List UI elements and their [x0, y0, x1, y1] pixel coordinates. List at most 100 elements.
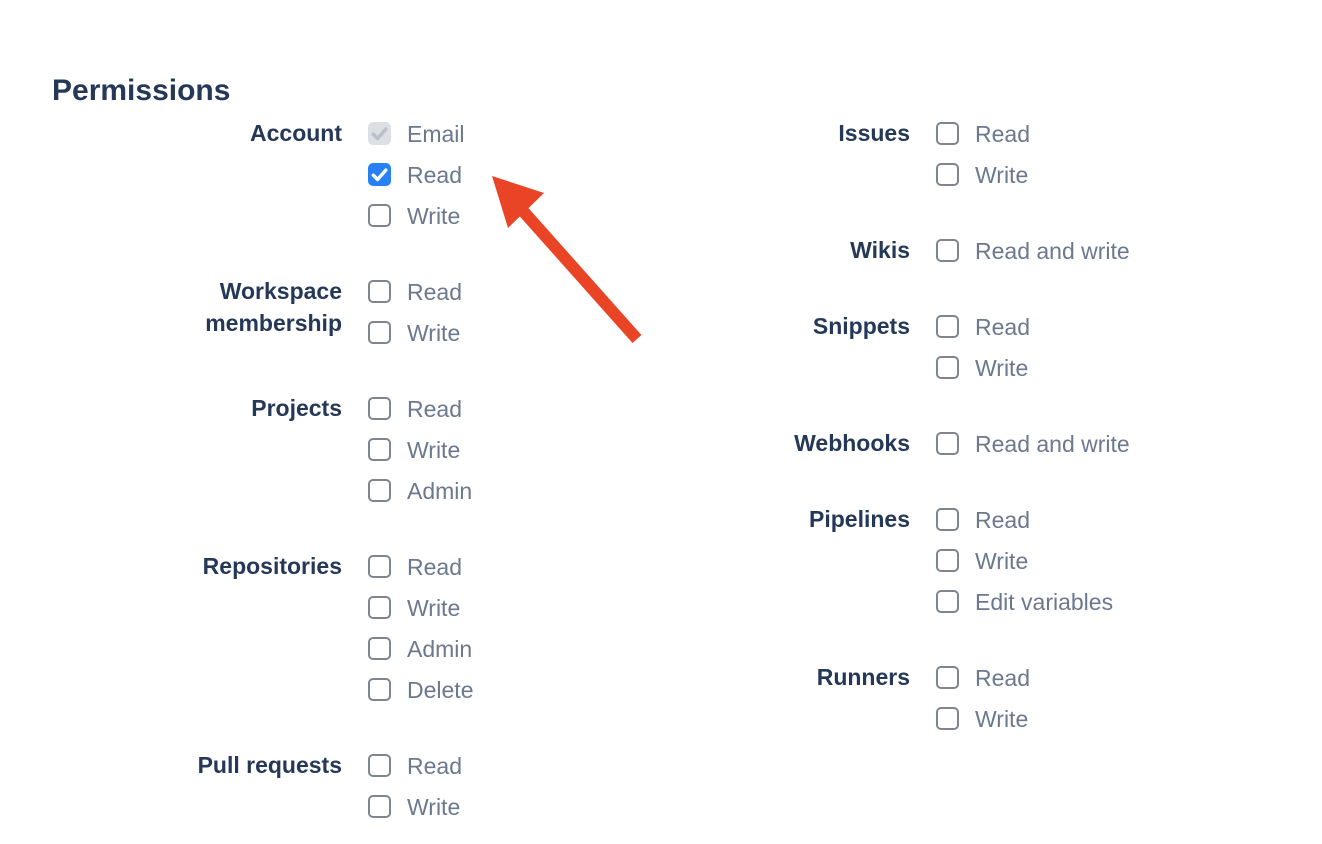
- checkbox-workspace-membership-read[interactable]: [368, 280, 391, 303]
- checkbox-label-projects-admin[interactable]: Admin: [407, 477, 473, 504]
- checkbox-issues-write[interactable]: [936, 163, 959, 186]
- checkbox-label-pipelines-edit-variables[interactable]: Edit variables: [975, 588, 1114, 615]
- checkbox-label-account-email: Email: [407, 120, 465, 147]
- checkbox-projects-write[interactable]: [368, 438, 391, 461]
- checkbox-repositories-admin[interactable]: [368, 637, 391, 660]
- checkmark-icon: [371, 127, 388, 141]
- checkbox-label-pull-requests-read[interactable]: Read: [407, 752, 462, 779]
- red-arrow-head: [492, 176, 544, 228]
- checkbox-label-pipelines-read[interactable]: Read: [975, 506, 1030, 533]
- option-row-wikis-read-and-write: Read and write: [936, 230, 1130, 271]
- checkbox-label-webhooks-read-and-write[interactable]: Read and write: [975, 430, 1130, 457]
- group-label-pipelines: Pipelines: [620, 499, 910, 535]
- checkbox-label-account-read[interactable]: Read: [407, 161, 462, 188]
- checkbox-label-snippets-read[interactable]: Read: [975, 313, 1030, 340]
- checkbox-group-repositories: Read Write Admin Delete: [368, 546, 473, 710]
- option-row-repositories-delete: Delete: [368, 669, 473, 710]
- checkbox-pipelines-read[interactable]: [936, 508, 959, 531]
- checkbox-projects-read[interactable]: [368, 397, 391, 420]
- checkbox-snippets-write[interactable]: [936, 356, 959, 379]
- group-label-runners: Runners: [620, 657, 910, 693]
- checkbox-pipelines-edit-variables[interactable]: [936, 590, 959, 613]
- permission-group-issues: Issues Read Write: [620, 113, 1130, 195]
- checkbox-pipelines-write[interactable]: [936, 549, 959, 572]
- permissions-column-left: Account Email Read Write Workspace membe…: [52, 113, 474, 827]
- checkbox-repositories-delete[interactable]: [368, 678, 391, 701]
- permission-group-pull-requests: Pull requests Read Write: [52, 745, 473, 827]
- checkbox-wikis-read-and-write[interactable]: [936, 239, 959, 262]
- option-row-issues-read: Read: [936, 113, 1030, 154]
- option-row-workspace-membership-read: Read: [368, 271, 462, 312]
- checkbox-runners-write[interactable]: [936, 707, 959, 730]
- permission-group-pipelines: Pipelines Read Write Edit variables: [620, 499, 1130, 622]
- checkbox-label-repositories-admin[interactable]: Admin: [407, 635, 473, 662]
- option-row-pipelines-read: Read: [936, 499, 1113, 540]
- checkbox-group-pipelines: Read Write Edit variables: [936, 499, 1113, 622]
- checkbox-repositories-read[interactable]: [368, 555, 391, 578]
- checkbox-pull-requests-read[interactable]: [368, 754, 391, 777]
- group-label-text-repositories: Repositories: [202, 553, 342, 579]
- group-label-issues: Issues: [620, 113, 910, 149]
- permission-group-projects: Projects Read Write Admin: [52, 388, 473, 511]
- checkbox-label-runners-read[interactable]: Read: [975, 664, 1030, 691]
- checkbox-group-wikis: Read and write: [936, 230, 1130, 271]
- group-label-text-pull-requests: Pull requests: [197, 752, 342, 778]
- page-title: Permissions: [52, 73, 231, 107]
- group-label-text-issues: Issues: [838, 120, 910, 146]
- checkbox-label-workspace-membership-read[interactable]: Read: [407, 278, 462, 305]
- group-label-pull-requests: Pull requests: [52, 745, 342, 781]
- checkbox-webhooks-read-and-write[interactable]: [936, 432, 959, 455]
- checkbox-workspace-membership-write[interactable]: [368, 321, 391, 344]
- group-label-text-workspace-membership: Workspace membership: [205, 278, 342, 336]
- permission-group-snippets: Snippets Read Write: [620, 306, 1130, 388]
- checkbox-account-write[interactable]: [368, 204, 391, 227]
- group-label-text-pipelines: Pipelines: [809, 506, 910, 532]
- option-row-repositories-write: Write: [368, 587, 473, 628]
- option-row-issues-write: Write: [936, 154, 1030, 195]
- permissions-column-right: Issues Read Write Wikis Read and write S…: [620, 113, 1130, 739]
- checkbox-label-snippets-write[interactable]: Write: [975, 354, 1029, 381]
- checkbox-label-issues-write[interactable]: Write: [975, 161, 1029, 188]
- permission-group-runners: Runners Read Write: [620, 657, 1130, 739]
- option-row-projects-write: Write: [368, 429, 472, 470]
- group-label-text-runners: Runners: [816, 664, 910, 690]
- checkbox-group-account: Email Read Write: [368, 113, 465, 236]
- permission-group-webhooks: Webhooks Read and write: [620, 423, 1130, 464]
- checkbox-group-projects: Read Write Admin: [368, 388, 472, 511]
- checkbox-issues-read[interactable]: [936, 122, 959, 145]
- option-row-runners-write: Write: [936, 698, 1030, 739]
- checkbox-label-account-write[interactable]: Write: [407, 202, 461, 229]
- checkbox-label-projects-write[interactable]: Write: [407, 436, 461, 463]
- option-row-workspace-membership-write: Write: [368, 312, 462, 353]
- checkbox-label-repositories-write[interactable]: Write: [407, 594, 461, 621]
- checkbox-group-runners: Read Write: [936, 657, 1030, 739]
- checkmark-icon: [371, 168, 388, 182]
- checkbox-repositories-write[interactable]: [368, 596, 391, 619]
- checkbox-label-runners-write[interactable]: Write: [975, 705, 1029, 732]
- checkbox-runners-read[interactable]: [936, 666, 959, 689]
- checkbox-snippets-read[interactable]: [936, 315, 959, 338]
- checkbox-projects-admin[interactable]: [368, 479, 391, 502]
- group-label-text-snippets: Snippets: [812, 313, 910, 339]
- checkbox-account-read[interactable]: [368, 163, 391, 186]
- checkbox-label-pipelines-write[interactable]: Write: [975, 547, 1029, 574]
- option-row-pipelines-write: Write: [936, 540, 1113, 581]
- permission-group-repositories: Repositories Read Write Admin Delete: [52, 546, 474, 710]
- checkbox-label-issues-read[interactable]: Read: [975, 120, 1030, 147]
- checkbox-label-projects-read[interactable]: Read: [407, 395, 462, 422]
- option-row-projects-admin: Admin: [368, 470, 472, 511]
- option-row-pull-requests-write: Write: [368, 786, 462, 827]
- checkbox-label-repositories-delete[interactable]: Delete: [407, 676, 474, 703]
- checkbox-group-snippets: Read Write: [936, 306, 1030, 388]
- group-label-snippets: Snippets: [620, 306, 910, 342]
- checkbox-label-wikis-read-and-write[interactable]: Read and write: [975, 237, 1130, 264]
- checkbox-pull-requests-write[interactable]: [368, 795, 391, 818]
- group-label-wikis: Wikis: [620, 230, 910, 266]
- option-row-projects-read: Read: [368, 388, 472, 429]
- checkbox-label-workspace-membership-write[interactable]: Write: [407, 319, 461, 346]
- checkbox-label-pull-requests-write[interactable]: Write: [407, 793, 461, 820]
- checkbox-label-repositories-read[interactable]: Read: [407, 553, 462, 580]
- option-row-account-write: Write: [368, 195, 465, 236]
- option-row-account-email: Email: [368, 113, 465, 154]
- permission-group-wikis: Wikis Read and write: [620, 230, 1130, 271]
